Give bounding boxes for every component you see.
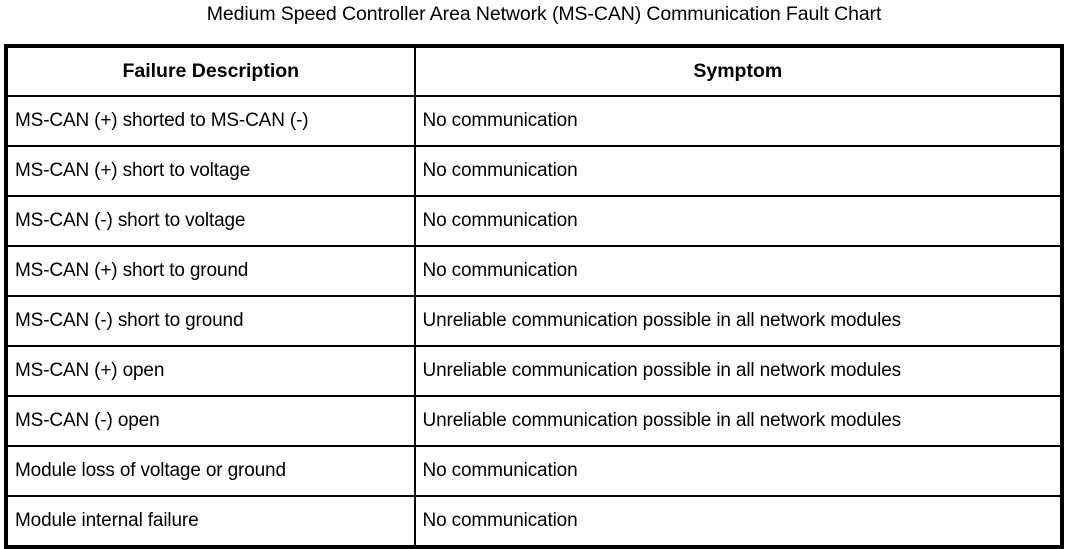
cell-symptom: No communication: [413, 95, 1064, 147]
table-header-row: Failure Description Symptom: [5, 45, 1064, 97]
table-row: MS-CAN (-) short to voltage No communica…: [5, 195, 1064, 247]
cell-failure-description: MS-CAN (+) short to ground: [5, 245, 416, 297]
cell-symptom: Unreliable communication possible in all…: [413, 395, 1064, 447]
cell-symptom: No communication: [413, 145, 1064, 197]
table-row: MS-CAN (+) shorted to MS-CAN (-) No comm…: [5, 95, 1064, 147]
cell-symptom: Unreliable communication possible in all…: [413, 295, 1064, 347]
table-row: Module internal failure No communication: [5, 495, 1064, 547]
cell-failure-description: MS-CAN (+) open: [5, 345, 416, 397]
cell-failure-description: MS-CAN (+) shorted to MS-CAN (-): [5, 95, 416, 147]
column-header-failure-description: Failure Description: [5, 45, 416, 97]
table-body: MS-CAN (+) shorted to MS-CAN (-) No comm…: [5, 95, 1064, 547]
fault-chart-table: Failure Description Symptom MS-CAN (+) s…: [4, 44, 1064, 549]
cell-symptom: No communication: [413, 445, 1064, 497]
table-header: Failure Description Symptom: [5, 45, 1064, 97]
cell-failure-description: MS-CAN (+) short to voltage: [5, 145, 416, 197]
table-row: MS-CAN (+) open Unreliable communication…: [5, 345, 1064, 397]
cell-failure-description: Module internal failure: [5, 495, 416, 547]
cell-failure-description: MS-CAN (-) open: [5, 395, 416, 447]
cell-symptom: No communication: [413, 195, 1064, 247]
table-row: Module loss of voltage or ground No comm…: [5, 445, 1064, 497]
cell-failure-description: MS-CAN (-) short to voltage: [5, 195, 416, 247]
cell-symptom: No communication: [413, 495, 1064, 547]
cell-symptom: Unreliable communication possible in all…: [413, 345, 1064, 397]
table-row: MS-CAN (+) short to ground No communicat…: [5, 245, 1064, 297]
column-header-symptom: Symptom: [413, 45, 1064, 97]
cell-symptom: No communication: [413, 245, 1064, 297]
fault-chart-page: Medium Speed Controller Area Network (MS…: [4, 3, 1064, 549]
table-row: MS-CAN (-) open Unreliable communication…: [5, 395, 1064, 447]
table-row: MS-CAN (-) short to ground Unreliable co…: [5, 295, 1064, 347]
cell-failure-description: Module loss of voltage or ground: [5, 445, 416, 497]
table-row: MS-CAN (+) short to voltage No communica…: [5, 145, 1064, 197]
cell-failure-description: MS-CAN (-) short to ground: [5, 295, 416, 347]
page-title: Medium Speed Controller Area Network (MS…: [206, 3, 882, 25]
